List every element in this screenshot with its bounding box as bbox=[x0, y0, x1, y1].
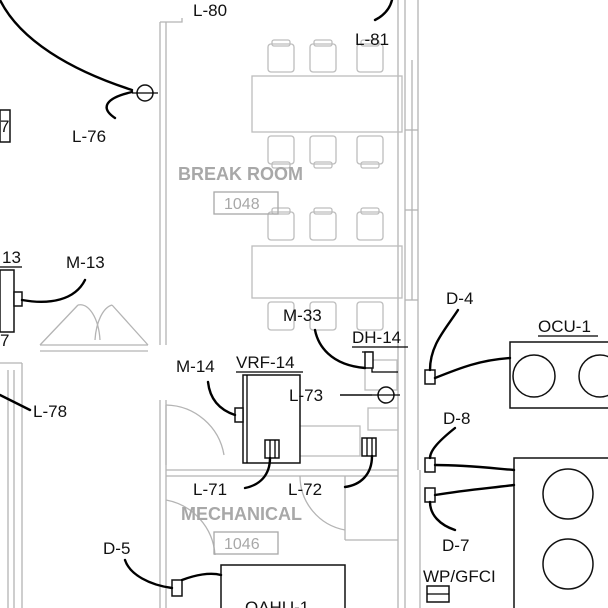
circuit-wiring bbox=[0, 0, 516, 590]
room-number-mechanical: 1046 bbox=[224, 536, 260, 553]
tag-l71: L-71 bbox=[193, 480, 227, 499]
disconnect-l72 bbox=[361, 437, 377, 457]
disconnect-l71 bbox=[264, 439, 280, 459]
tag-l76: L-76 bbox=[72, 127, 106, 146]
tag-d8: D-8 bbox=[443, 409, 470, 428]
room-name-mechanical: MECHANICAL bbox=[181, 504, 302, 524]
tag-edge-7b: 7 bbox=[0, 331, 9, 350]
room-number-box bbox=[213, 531, 279, 555]
break-room-furniture bbox=[251, 39, 403, 457]
tag-dh14: DH-14 bbox=[352, 328, 401, 347]
room-name-break-room: BREAK ROOM bbox=[178, 164, 303, 184]
oahu-1-unit bbox=[220, 564, 346, 608]
tag-d5: D-5 bbox=[103, 539, 130, 558]
tag-d4: D-4 bbox=[446, 289, 473, 308]
tag-d7: D-7 bbox=[442, 536, 469, 555]
tag-13: 13 bbox=[2, 248, 21, 267]
tag-m14: M-14 bbox=[176, 357, 215, 376]
tag-l80: L-80 bbox=[193, 1, 227, 20]
tag-m13: M-13 bbox=[66, 253, 105, 272]
tag-oahu1: OAHU-1 bbox=[245, 598, 309, 608]
tag-l81: L-81 bbox=[355, 30, 389, 49]
tag-vrf14: VRF-14 bbox=[236, 353, 295, 372]
tag-edge-7a: 7 bbox=[0, 117, 9, 136]
tag-l72: L-72 bbox=[288, 480, 322, 499]
equipment bbox=[0, 84, 608, 608]
room-labels: BREAK ROOM 1048 MECHANICAL 1046 bbox=[178, 164, 303, 555]
tag-l73: L-73 bbox=[289, 386, 323, 405]
room-number-box bbox=[213, 191, 279, 215]
tag-wp-gfci: WP/GFCI bbox=[423, 567, 496, 586]
tag-l78: L-78 bbox=[33, 402, 67, 421]
tag-ocu1: OCU-1 bbox=[538, 317, 591, 336]
room-number-break-room: 1048 bbox=[224, 196, 260, 213]
tag-m33: M-33 bbox=[283, 306, 322, 325]
